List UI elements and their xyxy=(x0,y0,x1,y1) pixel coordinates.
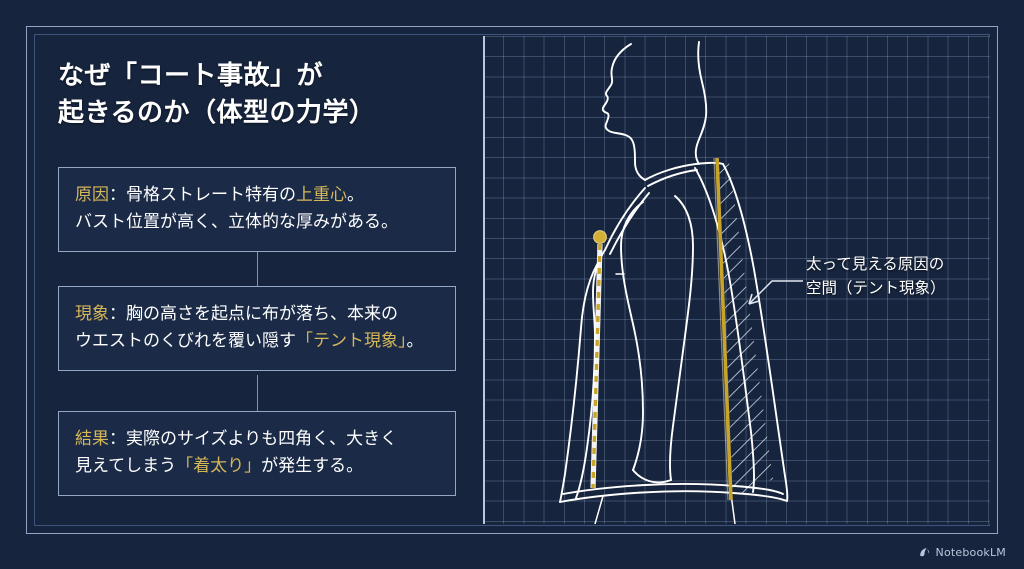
bust-plumb-dashed-gold xyxy=(591,243,602,489)
cause-card-body-before: 骨格ストレート特有の xyxy=(126,185,296,205)
panel-divider xyxy=(483,36,485,524)
cause-card-highlight: 上重心 xyxy=(296,185,347,205)
phenomenon-card-body-before: 胸の高さを起点に布が落ち、本来の ウエストのくびれを覆い隠す xyxy=(75,304,398,351)
result-card-label: 結果 xyxy=(75,429,109,449)
body-back-inner-line xyxy=(669,195,694,481)
phenomenon-card-separator: ： xyxy=(109,304,126,324)
cause-card: 原因：骨格ストレート特有の上重心。 バスト位置が高く、立体的な厚みがある。 xyxy=(58,167,456,252)
nape-line xyxy=(694,41,708,165)
sleeve-front-line xyxy=(609,192,650,255)
head-profile-line xyxy=(601,43,646,181)
card-connector-2 xyxy=(257,375,258,411)
coat-collar-inner xyxy=(647,169,698,187)
result-card-body-after: が発生する。 xyxy=(261,455,364,476)
cause-card-separator: ： xyxy=(109,185,126,205)
tent-space-hatch xyxy=(719,162,773,498)
page-title: なぜ「コート事故」が 起きるのか（体型の力学） xyxy=(58,61,376,128)
coat-back-outer-silhouette xyxy=(722,163,789,502)
tent-vertical-solid-line xyxy=(715,157,733,501)
card-connector-1 xyxy=(257,249,258,286)
notebooklm-watermark: NotebookLM xyxy=(918,546,1006,559)
coat-hem-line xyxy=(559,490,788,503)
coat-hem-inner xyxy=(562,483,784,495)
result-card-highlight: 「着太り」 xyxy=(176,455,262,476)
text-panel: なぜ「コート事故」が 起きるのか（体型の力学） 原因：骨格ストレート特有の上重心… xyxy=(36,36,483,524)
phenomenon-card: 現象：胸の高さを起点に布が落ち、本来の ウエストのくびれを覆い隠す「テント現象」… xyxy=(58,286,456,371)
result-card: 結果：実際のサイズよりも四角く、大きく 見えてしまう「着太り」が発生する。 xyxy=(58,411,456,496)
tent-vertical-solid-line-highlight xyxy=(713,157,729,501)
back-drape-line xyxy=(694,167,755,493)
bust-apex-dot xyxy=(593,230,607,244)
phenomenon-card-label: 現象 xyxy=(75,304,109,324)
result-card-separator: ： xyxy=(109,429,126,449)
cause-card-label: 原因 xyxy=(75,185,109,205)
notebooklm-label: NotebookLM xyxy=(935,546,1006,559)
cause-card-body-after: 。 バスト位置が高く、立体的な厚みがある。 xyxy=(75,185,398,232)
coat-silhouette-diagram xyxy=(559,41,803,524)
hem-drop-left xyxy=(594,495,604,524)
body-inner-hem xyxy=(632,469,672,484)
notebooklm-icon xyxy=(918,546,931,559)
result-card-body-before: 実際のサイズよりも四角く、大きく 見えてしまう xyxy=(75,429,398,476)
blueprint-diagram-panel xyxy=(483,36,990,524)
tent-space-annotation: 太って見える原因の 空間（テント現象） xyxy=(806,255,946,298)
annotation-leader-line xyxy=(748,280,803,305)
coat-front-outer-silhouette xyxy=(559,257,602,503)
phenomenon-card-highlight: 「テント現象」 xyxy=(296,330,407,351)
phenomenon-card-body-after: 。 xyxy=(406,330,424,351)
body-torso-inner-line xyxy=(620,201,644,471)
armhole-curve xyxy=(604,187,646,251)
